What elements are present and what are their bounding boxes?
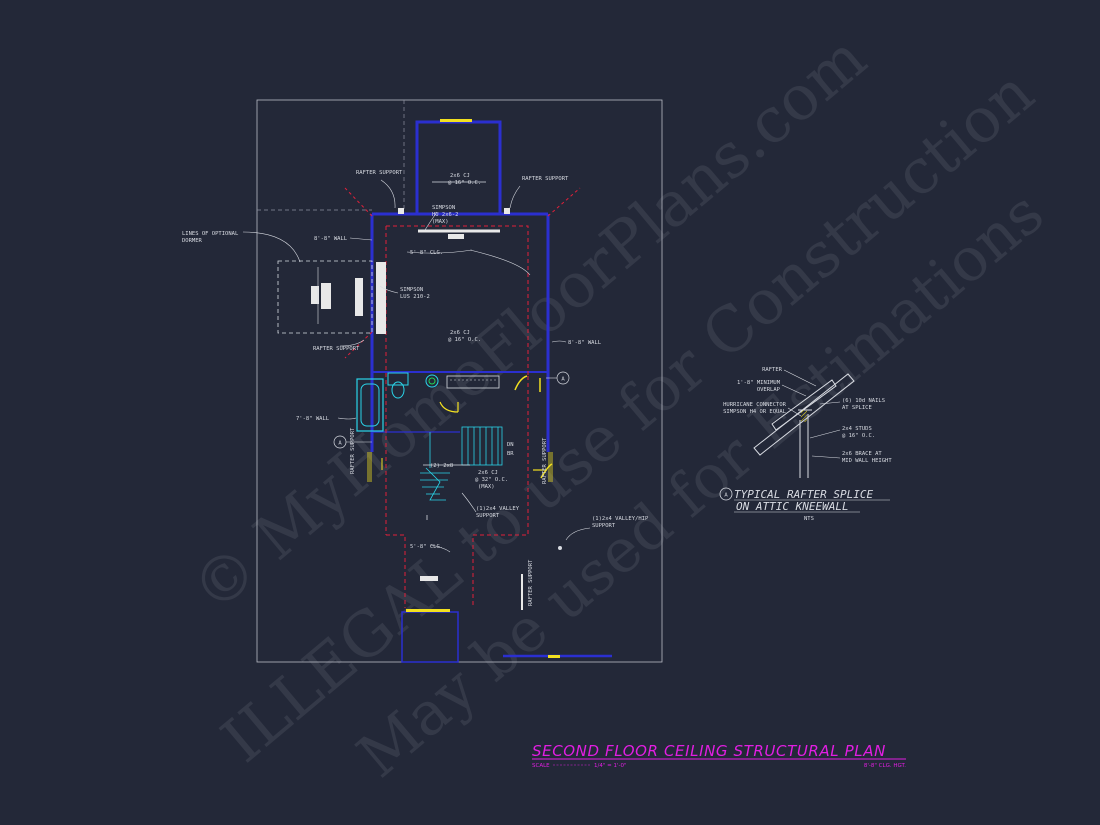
label-rafter-support-left: RAFTER SUPPORT: [356, 170, 403, 176]
detail-hurricane: HURRICANE CONNECTOR: [723, 402, 787, 408]
label-cj-low-spacing: @ 32" O.C.: [475, 477, 508, 483]
section-tag-left: A: [338, 441, 342, 447]
plan-annotations: RAFTER SUPPORT RAFTER SUPPORT 2x6 CJ @ 1…: [182, 170, 649, 606]
label-simpson-mid-model: LUS 210-2: [400, 294, 430, 300]
label-clg-top: 5'-8" CLG.: [410, 250, 443, 256]
label-two-2x8: (2) 2x8: [430, 463, 453, 469]
detail-nts: NTS: [804, 516, 814, 522]
main-walls: [370, 212, 612, 663]
detail-nails-2: AT SPLICE: [842, 405, 872, 411]
label-rafter-support-vertical-3: RAFTER SUPPORT: [528, 559, 534, 606]
detail-studs: 2x4 STUDS: [842, 426, 872, 432]
label-cj-mid-spacing: @ 16" O.C.: [448, 337, 481, 343]
detail-title-line2: ON ATTIC KNEEWALL: [736, 500, 849, 513]
label-simpson-top: SIMPSON: [432, 205, 455, 211]
label-br: BR: [507, 451, 514, 457]
detail-rafter: RAFTER: [762, 367, 783, 373]
label-rafter-support-vertical-1: RAFTER SUPPORT: [350, 427, 356, 474]
drawing-title: SECOND FLOOR CEILING STRUCTURAL PLAN: [532, 742, 886, 760]
label-valley-hip-2: SUPPORT: [592, 523, 616, 529]
detail-min-overlap-2: OVERLAP: [757, 387, 781, 393]
watermark-line-2: ILLEGAL to use for Construction: [208, 55, 1048, 776]
label-rafter-support-low: RAFTER SUPPORT: [313, 346, 360, 352]
leader-lines: [242, 179, 591, 553]
label-dn: DN: [507, 442, 514, 448]
scale-value: 1/4" = 1'-0": [594, 763, 627, 769]
label-cj-top: 2x6 CJ: [450, 173, 470, 179]
section-marker-left: A: [333, 435, 372, 449]
section-marker-right: A: [546, 371, 570, 385]
detail-title-line1: TYPICAL RAFTER SPLICE: [734, 488, 873, 501]
watermark-line-3: May be used for Estimations: [345, 178, 1057, 792]
label-valley-support-2: SUPPORT: [476, 513, 500, 519]
detail-nails: (6) 10d NAILS: [842, 398, 885, 404]
title-block: SECOND FLOOR CEILING STRUCTURAL PLAN SCA…: [532, 742, 906, 769]
top-bay: [372, 119, 540, 239]
label-cj-low-max: (MAX): [478, 484, 495, 490]
label-cj-mid: 2x6 CJ: [450, 330, 470, 336]
detail-brace: 2x6 BRACE AT: [842, 451, 882, 457]
label-valley-hip: (1)2x4 VALLEY/HIP: [592, 516, 649, 522]
section-tag-right: A: [561, 377, 565, 383]
detail-min-overlap: 1'-8" MINIMUM: [737, 380, 781, 386]
label-wall-8ft-right: 8'-8" WALL: [568, 340, 602, 346]
rafter-splice-detail: RAFTER 1'-8" MINIMUM OVERLAP HURRICANE C…: [719, 367, 892, 522]
label-rafter-support-vertical-2: RAFTER SUPPORT: [542, 437, 548, 484]
watermark: © MyHomeFloorPlans.com ILLEGAL to use fo…: [178, 21, 1057, 792]
stairs: [420, 426, 553, 501]
label-cj-low: 2x6 CJ: [478, 470, 498, 476]
label-wall-8ft: 8'-8" WALL: [314, 236, 348, 242]
label-valley-support: (1)2x4 VALLEY: [476, 506, 520, 512]
scale-label: SCALE: [532, 763, 550, 769]
ceiling-height: 8'-8" CLG. HGT.: [864, 763, 906, 769]
detail-tag: A: [724, 493, 728, 499]
sheet-border: [256, 99, 663, 663]
label-clg-low: 5'-8" CLG.: [410, 544, 443, 550]
label-optional-dormer-2: DORMER: [182, 238, 203, 244]
label-simpson-top-model: HU 2x6-2: [432, 212, 459, 218]
bottom-markers: [367, 452, 562, 610]
optional-dormer: [277, 260, 386, 334]
detail-hurricane-2: SIMPSON H4 OR EQUAL: [723, 409, 787, 415]
detail-studs-2: @ 16" O.C.: [842, 433, 875, 439]
label-simpson-top-max: (MAX): [432, 219, 449, 225]
label-cj-top-spacing: @ 16" O.C.: [448, 180, 481, 186]
detail-brace-2: MID WALL HEIGHT: [842, 458, 892, 464]
label-optional-dormer: LINES OF OPTIONAL: [182, 231, 239, 237]
label-rafter-support-right: RAFTER SUPPORT: [522, 176, 569, 182]
label-wall-7ft: 7'-8" WALL: [296, 416, 330, 422]
label-simpson-mid: SIMPSON: [400, 287, 423, 293]
bathroom-fixtures: [356, 372, 541, 432]
